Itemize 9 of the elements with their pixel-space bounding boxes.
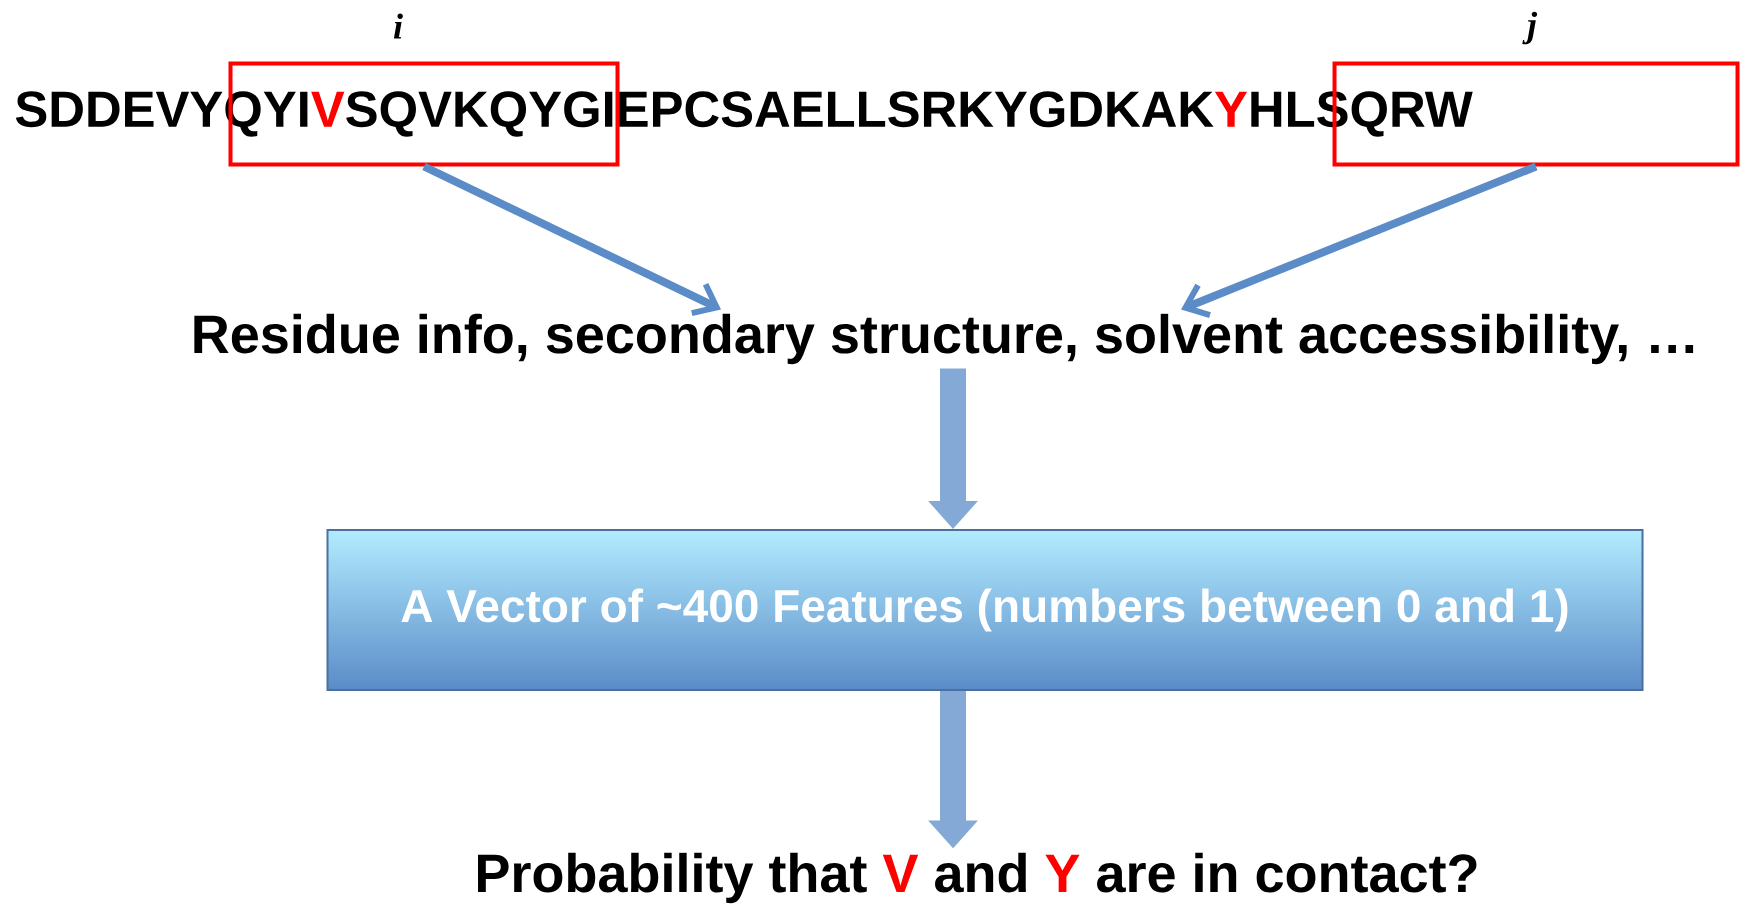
feature-list-text: Residue info, secondary structure, solvent accessibility, … <box>194 313 1694 365</box>
index-label: i <box>393 13 403 39</box>
label: V <box>311 91 345 127</box>
arrow <box>1181 162 1538 318</box>
index-label: j <box>1522 11 1538 45</box>
label: Y <box>1214 91 1248 127</box>
caption-text: Probability that V and Y are in contact? <box>478 852 1477 904</box>
arrow <box>422 162 721 317</box>
feature-box: A Vector of ~400 Features (numbers between 0 and 1) <box>326 529 1644 691</box>
